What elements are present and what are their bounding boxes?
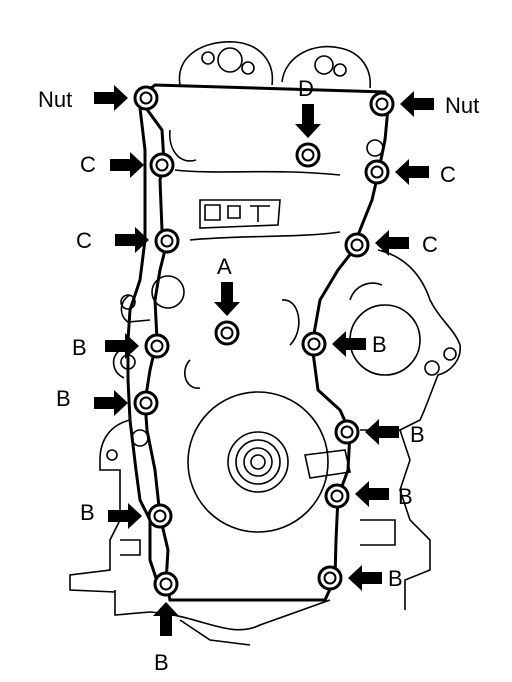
bolt-nut-left (133, 85, 159, 111)
label-nut-left: Nut (38, 87, 72, 112)
bolt-a (214, 320, 240, 346)
bolt-b-left-1 (144, 333, 170, 359)
label-c-left-1: C (80, 152, 96, 177)
label-b-left-1: B (72, 335, 87, 360)
label-nut-right: Nut (445, 93, 479, 118)
bolt-c-right-1 (364, 159, 390, 185)
arrow-c-right-1 (395, 159, 429, 185)
bolt-b-right-4 (317, 565, 343, 591)
arrow-a (214, 282, 240, 316)
label-b-right-3: B (398, 484, 413, 509)
label-b-left-3: B (80, 500, 95, 525)
bolt-b-right-3 (324, 483, 350, 509)
engine-block-outline (69, 41, 461, 646)
bolt-c-right-2 (344, 232, 370, 258)
bolt-c-left-1 (149, 152, 175, 178)
label-a: A (217, 254, 232, 279)
bolt-b-right-2 (334, 419, 360, 445)
arrow-b-right-2 (365, 419, 399, 445)
arrow-b-bottom (153, 602, 179, 636)
label-b-right-1: B (372, 332, 387, 357)
label-c-right-2: C (422, 232, 438, 257)
bolt-b-bottom (153, 571, 179, 597)
label-b-right-2: B (410, 422, 425, 447)
arrow-b-right-4 (348, 565, 382, 591)
bolt-nut-right (369, 91, 395, 117)
arrow-b-left-1 (105, 333, 139, 359)
bolt-b-left-3 (147, 503, 173, 529)
bolt-d (295, 142, 321, 168)
label-d: D (298, 76, 314, 101)
label-c-left-2: C (76, 228, 92, 253)
bolt-c-left-2 (154, 228, 180, 254)
label-b-bottom: B (154, 650, 169, 675)
arrow-b-right-1 (332, 331, 366, 357)
label-c-right-1: C (440, 162, 456, 187)
arrow-b-left-3 (108, 503, 142, 529)
arrow-c-right-2 (375, 230, 409, 256)
arrow-b-left-2 (94, 390, 128, 416)
arrow-nut-left (94, 85, 128, 111)
bolt-b-left-2 (133, 390, 159, 416)
arrow-c-left-1 (110, 152, 144, 178)
arrow-nut-right (400, 91, 434, 117)
arrow-b-right-3 (355, 481, 389, 507)
label-b-right-4: B (388, 566, 403, 591)
bolt-b-right-1 (301, 331, 327, 357)
arrow-d (295, 104, 321, 138)
label-b-left-2: B (56, 386, 71, 411)
